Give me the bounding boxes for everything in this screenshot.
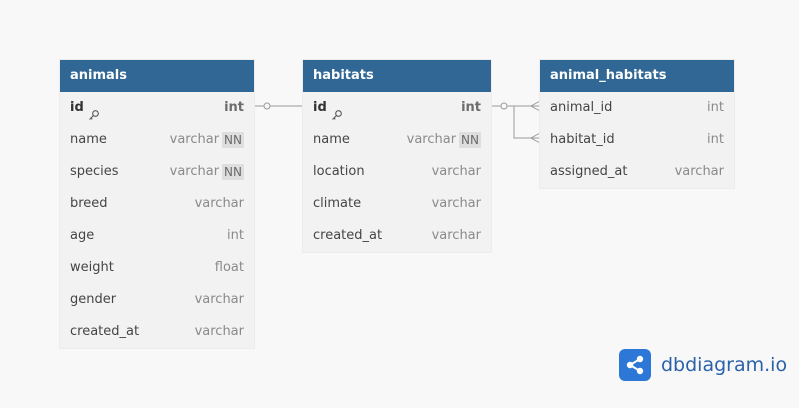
table-header[interactable]: animal_habitats bbox=[540, 60, 734, 92]
column-type: int bbox=[707, 92, 724, 124]
column-type: varchar bbox=[432, 220, 481, 252]
column-name-text: species bbox=[70, 164, 119, 179]
column-row[interactable]: id int bbox=[303, 92, 491, 124]
column-type-text: varchar bbox=[194, 324, 244, 339]
share-icon bbox=[619, 349, 651, 381]
column-name-text: created_at bbox=[70, 324, 140, 339]
column-type: int bbox=[707, 124, 724, 156]
key-icon bbox=[88, 102, 100, 120]
column-type: varchar bbox=[675, 156, 724, 188]
column-name: id bbox=[313, 92, 343, 124]
column-row[interactable]: gender varchar bbox=[60, 284, 254, 316]
column-row[interactable]: assigned_at varchar bbox=[540, 156, 734, 188]
column-name: name bbox=[70, 124, 107, 156]
table-header[interactable]: animals bbox=[60, 60, 254, 92]
column-row[interactable]: animal_id int bbox=[540, 92, 734, 124]
column-type-text: varchar bbox=[674, 164, 724, 179]
column-name-text: assigned_at bbox=[550, 164, 628, 179]
column-type-text: varchar bbox=[169, 132, 220, 147]
column-type-text: int bbox=[227, 228, 244, 243]
column-type-text: int bbox=[461, 100, 481, 115]
not-null-badge: NN bbox=[459, 132, 481, 148]
column-name: habitat_id bbox=[550, 124, 615, 156]
column-type-text: varchar bbox=[194, 292, 244, 307]
column-name: location bbox=[313, 156, 365, 188]
column-row[interactable]: weight float bbox=[60, 252, 254, 284]
column-type: int bbox=[461, 92, 481, 124]
column-type-text: int bbox=[707, 132, 724, 147]
column-type-text: varchar bbox=[431, 196, 481, 211]
column-row[interactable]: habitat_id int bbox=[540, 124, 734, 156]
column-row[interactable]: created_at varchar bbox=[60, 316, 254, 348]
column-name-text: location bbox=[313, 164, 365, 179]
column-type: int bbox=[224, 92, 244, 124]
column-name-text: habitat_id bbox=[550, 132, 615, 147]
column-row[interactable]: location varchar bbox=[303, 156, 491, 188]
column-name-text: animal_id bbox=[550, 100, 613, 115]
column-type: varchar bbox=[432, 188, 481, 220]
column-type: varchar bbox=[432, 156, 481, 188]
column-row[interactable]: breed varchar bbox=[60, 188, 254, 220]
column-type-text: varchar bbox=[431, 228, 481, 243]
column-type-text: varchar bbox=[169, 164, 220, 179]
column-name-text: gender bbox=[70, 292, 117, 307]
column-name: created_at bbox=[70, 316, 139, 348]
column-name-text: id bbox=[70, 100, 84, 115]
column-type: float bbox=[215, 252, 244, 284]
column-name: species bbox=[70, 156, 119, 188]
not-null-badge: NN bbox=[222, 164, 244, 180]
column-row[interactable]: id int bbox=[60, 92, 254, 124]
column-name: climate bbox=[313, 188, 361, 220]
column-name-text: weight bbox=[70, 260, 114, 275]
column-row[interactable]: climate varchar bbox=[303, 188, 491, 220]
column-name: breed bbox=[70, 188, 108, 220]
column-name: name bbox=[313, 124, 350, 156]
column-type: varchar bbox=[195, 316, 244, 348]
column-type-text: varchar bbox=[194, 196, 244, 211]
column-name-text: created_at bbox=[313, 228, 383, 243]
column-type: varchar bbox=[195, 188, 244, 220]
column-name: created_at bbox=[313, 220, 382, 252]
column-name-text: name bbox=[70, 132, 107, 147]
column-name-text: climate bbox=[313, 196, 362, 211]
column-type: int bbox=[227, 220, 244, 252]
column-name: assigned_at bbox=[550, 156, 627, 188]
table-header[interactable]: habitats bbox=[303, 60, 491, 92]
relationship-habitats-animal-habitats bbox=[491, 100, 541, 144]
column-type-text: float bbox=[214, 260, 244, 275]
relationship-animals-habitats bbox=[254, 102, 303, 110]
not-null-badge: NN bbox=[222, 132, 244, 148]
column-type-text: int bbox=[707, 100, 724, 115]
column-name: age bbox=[70, 220, 94, 252]
column-name: weight bbox=[70, 252, 114, 284]
column-name-text: age bbox=[70, 228, 95, 243]
column-name-text: id bbox=[313, 100, 327, 115]
column-type-text: varchar bbox=[406, 132, 457, 147]
column-type: varchar bbox=[195, 284, 244, 316]
column-name: id bbox=[70, 92, 100, 124]
column-name: animal_id bbox=[550, 92, 612, 124]
brand-logo[interactable]: dbdiagram.io bbox=[619, 349, 787, 381]
column-name-text: name bbox=[313, 132, 350, 147]
column-row[interactable]: age int bbox=[60, 220, 254, 252]
column-name: gender bbox=[70, 284, 116, 316]
column-type-text: int bbox=[224, 100, 244, 115]
brand-name: dbdiagram.io bbox=[661, 354, 788, 376]
column-type-text: varchar bbox=[431, 164, 481, 179]
column-row[interactable]: created_at varchar bbox=[303, 220, 491, 252]
key-icon bbox=[331, 102, 343, 120]
column-name-text: breed bbox=[70, 196, 108, 211]
